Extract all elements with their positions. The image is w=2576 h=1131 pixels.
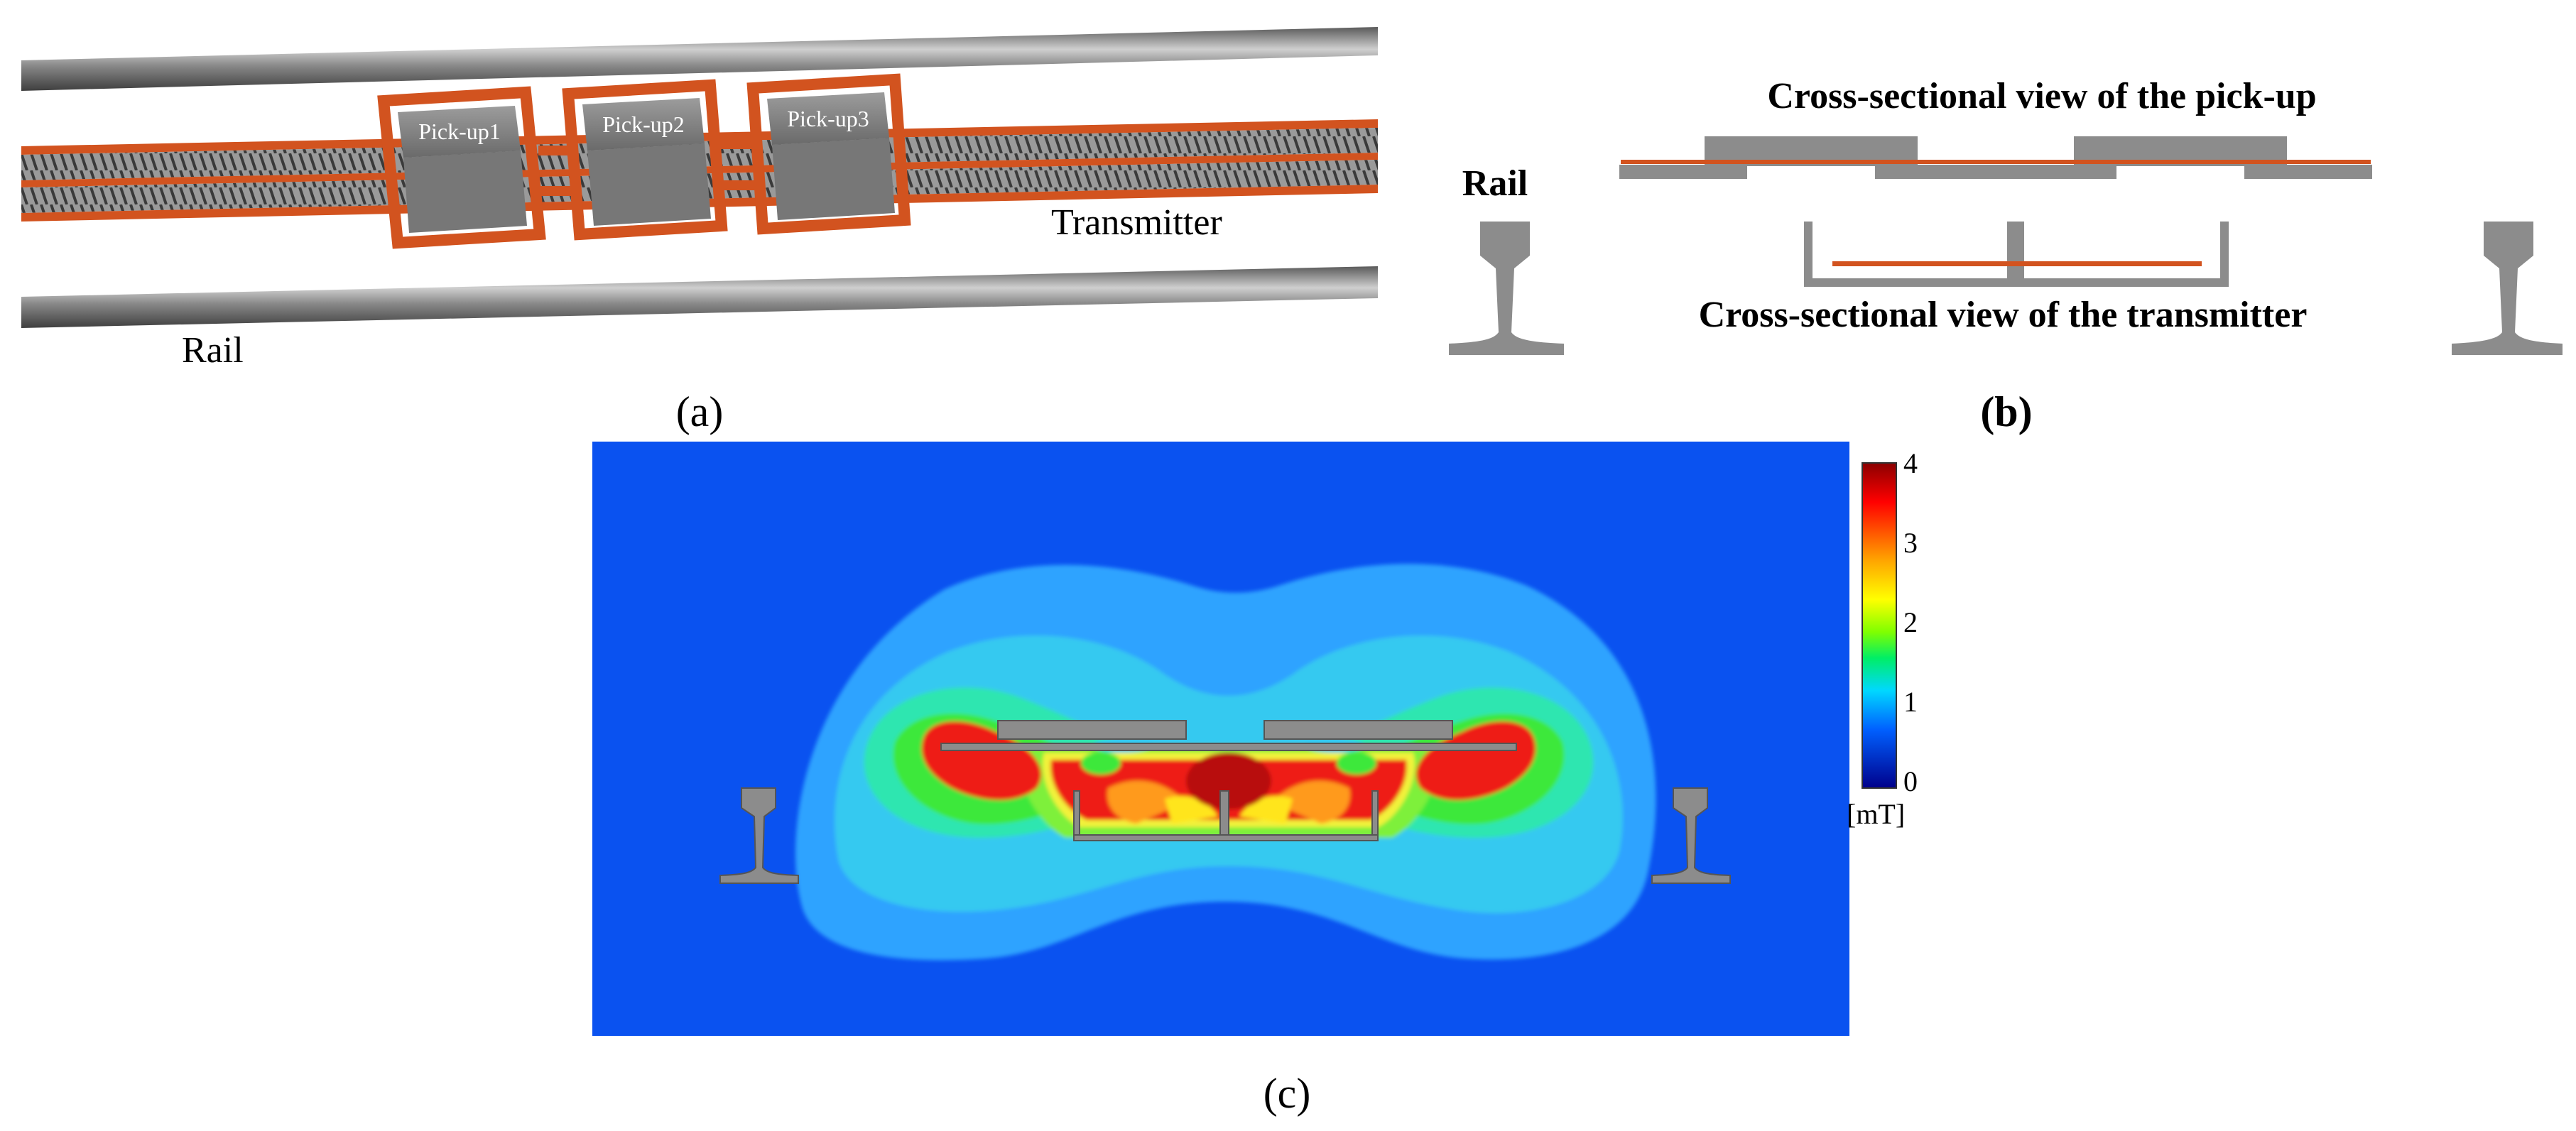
transmitter-section-title: Cross-sectional view of the transmitter — [1699, 295, 2308, 335]
caption-a: (a) — [676, 388, 724, 435]
rail-cross-section-left — [1449, 222, 1564, 355]
colorbar-tick-0: 0 — [1903, 765, 1918, 797]
colorbar-tick-2: 2 — [1903, 606, 1918, 638]
field-transmitter-overlay — [1073, 790, 1379, 841]
pickup-link-2 — [720, 139, 756, 149]
panel-c-field-plot: 4 3 2 1 0 [mT] (c) — [592, 442, 1918, 1117]
caption-c: (c) — [1263, 1070, 1311, 1117]
rail-label-b: Rail — [1462, 163, 1528, 204]
rail-label-a: Rail — [182, 330, 244, 371]
pickup-cross-section — [1619, 136, 2372, 179]
colorbar-unit: [mT] — [1847, 798, 1905, 830]
field-pickup-overlay — [940, 720, 1517, 751]
colorbar-tick-4: 4 — [1903, 447, 1918, 479]
panel-b-cross-sections: Cross-sectional view of the pick-up Cros… — [1449, 76, 2563, 435]
pickup-section-title: Cross-sectional view of the pick-up — [1767, 76, 2316, 116]
pickup-module-3: Pick-up3 — [746, 73, 911, 235]
rail-top — [21, 27, 1378, 91]
colorbar-tick-1: 1 — [1903, 686, 1918, 718]
pickup-3-label: Pick-up3 — [787, 106, 869, 131]
pickup-link-3 — [538, 186, 574, 196]
field-contours — [795, 564, 1656, 961]
rail-bottom — [21, 266, 1378, 328]
pickup-link-1 — [538, 146, 572, 155]
colorbar-tick-3: 3 — [1903, 527, 1918, 559]
field-rail-left — [719, 787, 799, 884]
transmitter-label: Transmitter — [1051, 202, 1222, 243]
pickup-1-label: Pick-up1 — [418, 119, 501, 144]
colorbar: 4 3 2 1 0 [mT] — [1847, 447, 1918, 830]
transmitter-cross-section — [1804, 222, 2229, 287]
pickup-module-2: Pick-up2 — [562, 79, 728, 241]
panel-a-track-model: Pick-up1 Pick-up2 Pick-up3 Transmitter R… — [21, 27, 1378, 435]
pickup-module-1: Pick-up1 — [377, 86, 546, 249]
caption-b: (b) — [1980, 388, 2032, 435]
field-rail-right — [1651, 787, 1731, 884]
pickup-link-4 — [722, 180, 759, 190]
rail-cross-section-right — [2452, 222, 2563, 355]
pickup-2-label: Pick-up2 — [602, 111, 685, 137]
